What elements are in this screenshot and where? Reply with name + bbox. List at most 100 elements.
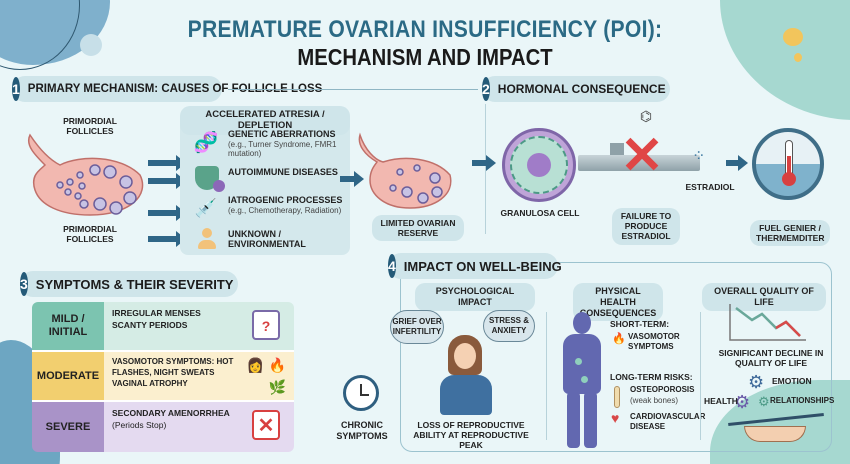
clock-icon [343, 375, 379, 411]
thought-bubble-grief: GRIEF OVER INFERTILITY [390, 310, 444, 344]
impact-panel [400, 262, 832, 452]
psych-title: PSYCHOLOGICAL IMPACT [415, 283, 535, 311]
gear-icon: ⚙ [748, 372, 765, 392]
cause-detail: (e.g., Chemotherapy, Radiation) [228, 205, 342, 215]
woman-icon: 👩 [246, 357, 264, 373]
severity-row-mild: MILD / INITIAL IRREGULAR MENSES SCANTY P… [32, 302, 294, 352]
body-silhouette-icon [557, 312, 607, 452]
psych-caption: LOSS OF REPRODUCTIVE ABILITY AT REPRODUC… [413, 420, 529, 451]
short-term-header: SHORT-TERM: [610, 319, 670, 329]
cause-autoimmune: AUTOIMMUNE DISEASES [228, 167, 358, 178]
section1-header: 1 PRIMARY MECHANISM: CAUSES OF FOLLICLE … [12, 76, 322, 102]
decor-dot [783, 28, 803, 46]
symptom-text: (Periods Stop) [112, 419, 167, 430]
gauge-icon [752, 128, 824, 200]
severity-label: MODERATE [32, 352, 104, 400]
symptom-text: IRREGULAR MENSES [112, 308, 201, 318]
valve-icon [610, 143, 624, 155]
section-number: 3 [20, 272, 28, 296]
qol-caption: SIGNIFICANT DECLINE IN QUALITY OF LIFE [718, 348, 824, 369]
severity-label: SEVERE [32, 402, 104, 452]
granulosa-cell-label: GRANULOSA CELL [500, 208, 580, 218]
heart-icon: ♥ [611, 410, 620, 426]
severity-row-severe: SEVERE SECONDARY AMENORRHEA (Periods Sto… [32, 402, 294, 452]
dna-icon: 🧬 [193, 132, 219, 154]
divider [228, 89, 478, 90]
cause-title: UNKNOWN / ENVIRONMENTAL [228, 229, 306, 249]
qol-title: OVERALL QUALITY OF LIFE [702, 283, 826, 311]
cause-detail: (e.g., Turner Syndrome, FMR1 mutation) [228, 139, 337, 159]
thought-bubble-stress: STRESS & ANXIETY [483, 310, 535, 342]
causes-title: ACCELERATED ATRESIA / DEPLETION [180, 106, 350, 135]
gear-health-label: HEALTH [704, 396, 738, 406]
cause-title: GENETIC ABERRATIONS [228, 129, 336, 139]
calendar-cross-icon: ✕ [252, 410, 280, 440]
gear-relationships-label: RELATIONSHIPS [770, 396, 835, 405]
section-label: PRIMARY MECHANISM: CAUSES OF FOLLICLE LO… [27, 83, 323, 95]
arrow-icon [148, 231, 186, 247]
long-term-header: LONG-TERM RISKS: [610, 372, 693, 382]
cross-icon: ✕ [620, 127, 664, 185]
risk-osteoporosis-detail: (weak bones) [630, 396, 679, 405]
granulosa-cell-icon [502, 128, 576, 202]
section-label: SYMPTOMS & THEIR SEVERITY [35, 276, 234, 292]
section-label: HORMONAL CONSEQUENCE [497, 82, 666, 96]
syringe-icon: 💉 [194, 198, 218, 218]
arrow-icon [148, 205, 186, 221]
divider [546, 312, 547, 440]
bone-icon [614, 386, 620, 408]
calendar-question-icon: ? [252, 310, 280, 340]
ovary-illustration [28, 133, 144, 216]
gauge-label: FUEL GENIER / THERMEMDITER [750, 220, 830, 247]
failure-label: FAILURE TO PRODUCE ESTRADIOL [612, 208, 680, 245]
limited-reserve-label: LIMITED OVARIAN RESERVE [372, 215, 464, 242]
estradiol-molecule-icon: ⁘ [692, 148, 706, 165]
cause-genetic: GENETIC ABERRATIONS (e.g., Turner Syndro… [228, 129, 358, 159]
molecule-icon: ⌬ [639, 108, 653, 124]
arrow-icon [726, 155, 748, 171]
risk-osteoporosis: OSTEOPOROSIS [630, 385, 695, 394]
short-term-symptom: VASOMOTOR SYMPTOMS [628, 332, 680, 351]
decline-chart-icon [729, 304, 806, 341]
hand-icon [744, 426, 806, 442]
follicles-label-bottom: PRIMORDIAL FOLLICLES [63, 224, 117, 245]
section-number: 4 [388, 254, 396, 278]
severity-desc: SECONDARY AMENORRHEA (Periods Stop) ✕ [104, 402, 294, 452]
flame-icon: 🔥 [612, 333, 626, 345]
symptom-text: SCANTY PERIODS [112, 319, 188, 330]
cause-title: IATROGENIC PROCESSES [228, 195, 343, 205]
estradiol-label: ESTRADIOL [685, 182, 735, 192]
depleted-ovary-illustration [358, 132, 452, 209]
severity-row-moderate: MODERATE VASOMOTOR SYMPTOMS: HOT FLASHES… [32, 352, 294, 402]
arrow-icon [148, 155, 186, 171]
severity-label: MILD / INITIAL [32, 302, 104, 350]
section-number: 1 [12, 77, 20, 101]
cause-title: AUTOIMMUNE DISEASES [228, 167, 338, 177]
section2-header: 2 HORMONAL CONSEQUENCE [482, 76, 670, 102]
section-label: IMPACT ON WELL-BEING [403, 258, 562, 274]
sad-woman-icon [440, 335, 492, 415]
gear-icon: ⚙ [734, 392, 751, 412]
person-icon [197, 228, 217, 250]
decor-dot [794, 53, 802, 62]
shield-virus-icon [195, 166, 225, 192]
flame-icon: 🔥 [268, 357, 286, 373]
follicles-label-top: PRIMORDIAL FOLLICLES [63, 116, 117, 137]
section3-header: 3 SYMPTOMS & THEIR SEVERITY [20, 271, 238, 297]
divider [485, 104, 486, 234]
severity-desc: VASOMOTOR SYMPTOMS: HOT FLASHES, NIGHT S… [104, 352, 294, 400]
arrow-icon [472, 155, 496, 171]
pipe-icon [578, 155, 700, 171]
arrow-icon [148, 173, 186, 189]
symptom-text: VAGINAL ATROPHY [112, 379, 188, 389]
risk-cardiovascular: CARDIOVASCULAR DISEASE [630, 412, 706, 431]
gear-emotion-label: EMOTION [772, 376, 812, 386]
page-title: PREMATURE OVARIAN INSUFFICIENCY (POI): [187, 16, 663, 43]
leaf-icon: 🌿 [268, 379, 286, 395]
severity-desc: IRREGULAR MENSES SCANTY PERIODS ? [104, 302, 294, 350]
section4-header: 4 IMPACT ON WELL-BEING [388, 253, 562, 279]
chronic-symptoms-label: CHRONIC SYMPTOMS [336, 420, 388, 441]
decor-dot [80, 34, 102, 56]
cause-unknown: UNKNOWN / ENVIRONMENTAL [228, 229, 358, 250]
gear-icon: ⚙ [758, 394, 770, 409]
